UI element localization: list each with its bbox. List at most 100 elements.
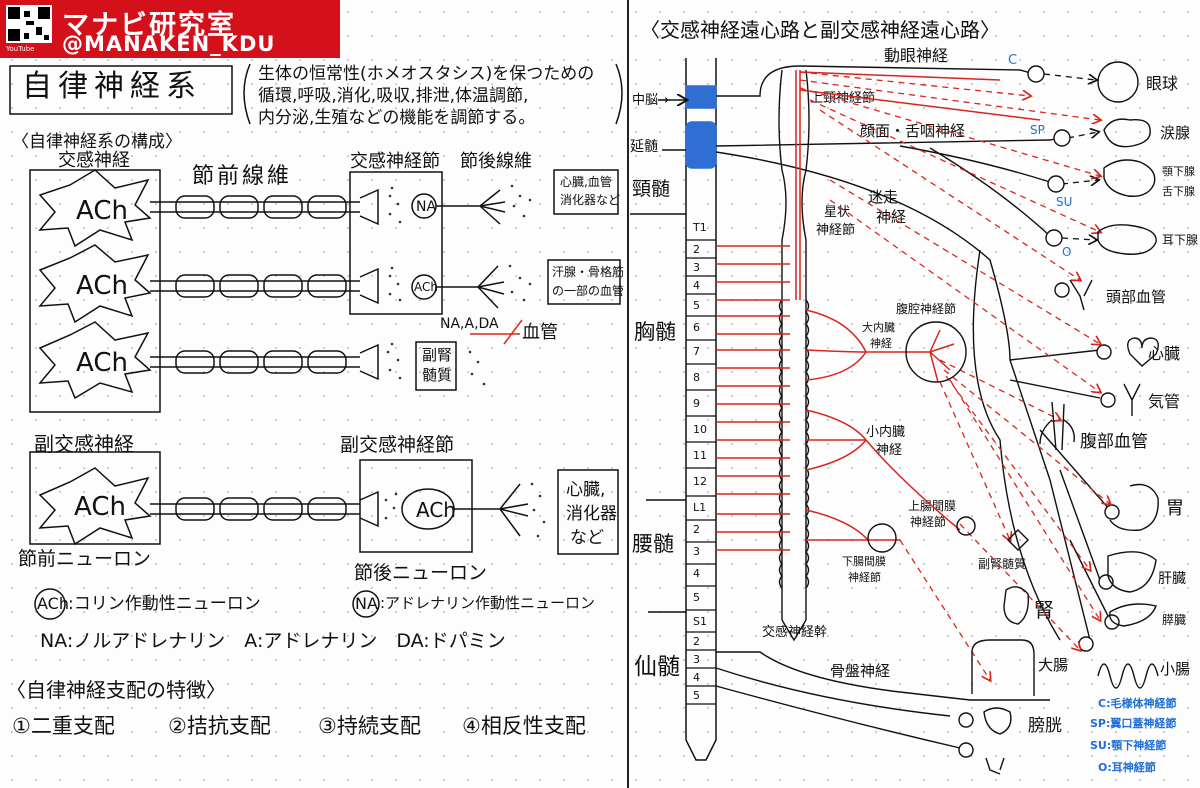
feature-1: ①二重支配 xyxy=(12,714,115,738)
ach-para-ganglion-label: ACh xyxy=(416,498,456,522)
axon-2 xyxy=(150,267,379,305)
organ-stomach-label: 胃 xyxy=(1166,498,1184,519)
segment-l-4: 4 xyxy=(693,567,700,580)
segment-t-12: 12 xyxy=(693,475,707,488)
segment-t-8: 8 xyxy=(693,371,700,384)
ganglion-su-label: SU xyxy=(1056,195,1073,209)
post-fiber-1 xyxy=(436,189,506,225)
segment-t-11: 11 xyxy=(693,449,707,462)
organ-abdominal-vessels-label: 腹部血管 xyxy=(1080,432,1148,452)
large-intestine-icon xyxy=(971,639,1035,696)
ganglion-c xyxy=(1027,65,1045,83)
description-bracket xyxy=(243,63,251,125)
parasympathetic-box xyxy=(29,451,161,545)
target1-line1: 心臓,血管 xyxy=(560,175,612,189)
organ-pancreas-label: 膵臓 xyxy=(1162,613,1187,627)
postganglionic-neuron-label: 節後ニューロン xyxy=(354,562,488,584)
medulla-label: 延髄 xyxy=(630,139,658,155)
blood-vessel-label: 血管 xyxy=(522,322,558,343)
legend-na-circle xyxy=(352,590,380,618)
legend-na-symbol: NA xyxy=(355,594,378,613)
organ-heart-label: 心臓 xyxy=(1148,344,1181,363)
adrenal-icon xyxy=(1007,529,1029,551)
sympathetic-label: 交感神経 xyxy=(58,150,130,171)
thoracic-label: 胸髄 xyxy=(634,320,676,344)
preganglionic-fiber-label: 節前線維 xyxy=(192,164,293,189)
abbreviations-line: NA:ノルアドレナリン A:アドレナリン DA:ドパミン xyxy=(40,630,506,652)
organ-sublingual-label: 舌下腺 xyxy=(1162,185,1195,198)
segment-t-10: 10 xyxy=(693,423,707,436)
heart-icon xyxy=(1127,337,1159,367)
key-o: O:耳神経節 xyxy=(1098,761,1156,774)
ganglion-o xyxy=(1045,229,1063,247)
qr-code-icon xyxy=(6,5,52,43)
description-line-3: 内分泌,生殖などの機能を調節する。 xyxy=(258,108,536,128)
key-c: C:毛様体神経節 xyxy=(1098,697,1177,710)
ach-neuron-para: ACh xyxy=(74,492,126,522)
sympathetic-ganglion-box xyxy=(349,171,443,315)
target2-line1: 汗腺・骨格筋 xyxy=(552,265,625,279)
target4-line1: 心臓, xyxy=(566,480,606,500)
organ-small-intestine-label: 小腸 xyxy=(1160,660,1191,678)
segment-l-1: L1 xyxy=(693,501,707,514)
youtube-icon: YouTube xyxy=(6,45,52,55)
target4-line3: など xyxy=(570,528,604,548)
kidney-icon xyxy=(1003,586,1029,625)
genital-icon xyxy=(985,757,1005,775)
feature-2: ②拮抗支配 xyxy=(168,714,271,738)
key-su: SU:顎下神経節 xyxy=(1090,739,1167,752)
parasympathetic-paths xyxy=(715,65,1111,749)
lesser-splanchnic-label-1: 小内臓 xyxy=(866,425,906,440)
eye-icon xyxy=(1097,61,1139,103)
legend-ach-text: :コリン作動性ニューロン xyxy=(68,594,261,614)
brand-banner: YouTube マナビ研究室 @MANAKEN_KDU xyxy=(0,0,340,58)
stomach-icon xyxy=(1109,483,1159,531)
brand-title: マナビ研究室 xyxy=(62,10,236,41)
ganglion-o-label: O xyxy=(1062,245,1072,259)
organ-sketches xyxy=(971,61,1159,775)
feature-4: ④相反性支配 xyxy=(462,714,586,738)
target3-line2: 髄質 xyxy=(422,366,453,384)
transmitter-dots xyxy=(384,184,546,538)
blood-vessel-mark xyxy=(470,319,523,345)
ach-neuron-2: ACh xyxy=(76,271,128,301)
organ-bladder-label: 膀胱 xyxy=(1028,716,1062,736)
legend-ach-circle xyxy=(34,588,66,620)
lumbar-label: 腰髄 xyxy=(632,532,674,556)
segment-t-5: 5 xyxy=(693,299,700,312)
features-heading: 〈自律神経支配の特徴〉 xyxy=(6,678,226,702)
segment-t-7: 7 xyxy=(693,345,700,358)
celiac-ganglion xyxy=(905,321,967,383)
sacral-label: 仙髄 xyxy=(634,654,680,680)
pelvic-nerve-label: 骨盤神経 xyxy=(830,662,891,680)
key-sp: SP:翼口蓋神経節 xyxy=(1090,717,1177,730)
oculomotor-label: 動眼神経 xyxy=(884,46,949,65)
greater-splanchnic-label-1: 大内臓 xyxy=(862,321,895,334)
ach-neuron-1: ACh xyxy=(76,196,128,226)
segment-s-3: 3 xyxy=(693,653,700,666)
submandibular-icon xyxy=(1103,159,1156,197)
parasympathetic-label: 副交感神経 xyxy=(34,432,134,456)
greater-splanchnic-label-2: 神経 xyxy=(870,337,892,350)
postganglionic-fiber-label: 節後線維 xyxy=(460,151,532,172)
ganglion-c-label: C xyxy=(1008,53,1018,68)
neuron-star-2 xyxy=(38,244,152,324)
cervical-label: 頸髄 xyxy=(632,178,671,200)
para-ganglia xyxy=(958,65,1120,758)
feature-3: ③持続支配 xyxy=(318,714,421,738)
right-title: 〈交感神経遠心路と副交感神経遠心路〉 xyxy=(640,18,1000,42)
neuron-star-1 xyxy=(38,169,152,248)
sup-mesenteric-ganglion xyxy=(956,516,976,536)
description-bracket-right xyxy=(615,63,623,125)
small-intestine-icon xyxy=(1097,663,1159,689)
youtube-label: YouTube xyxy=(6,45,35,53)
segment-l-3: 3 xyxy=(693,545,700,558)
target4-line2: 消化器 xyxy=(566,504,617,524)
parasympathetic-ganglion-label: 副交感神経節 xyxy=(340,434,455,456)
abdominal-vessels-icon xyxy=(1039,401,1075,451)
target3-line1: 副腎 xyxy=(422,346,453,364)
sympathetic-trunk-chain xyxy=(778,69,810,642)
organ-eye-label: 眼球 xyxy=(1146,74,1179,93)
target2-line2: の一部の血管 xyxy=(552,284,625,298)
